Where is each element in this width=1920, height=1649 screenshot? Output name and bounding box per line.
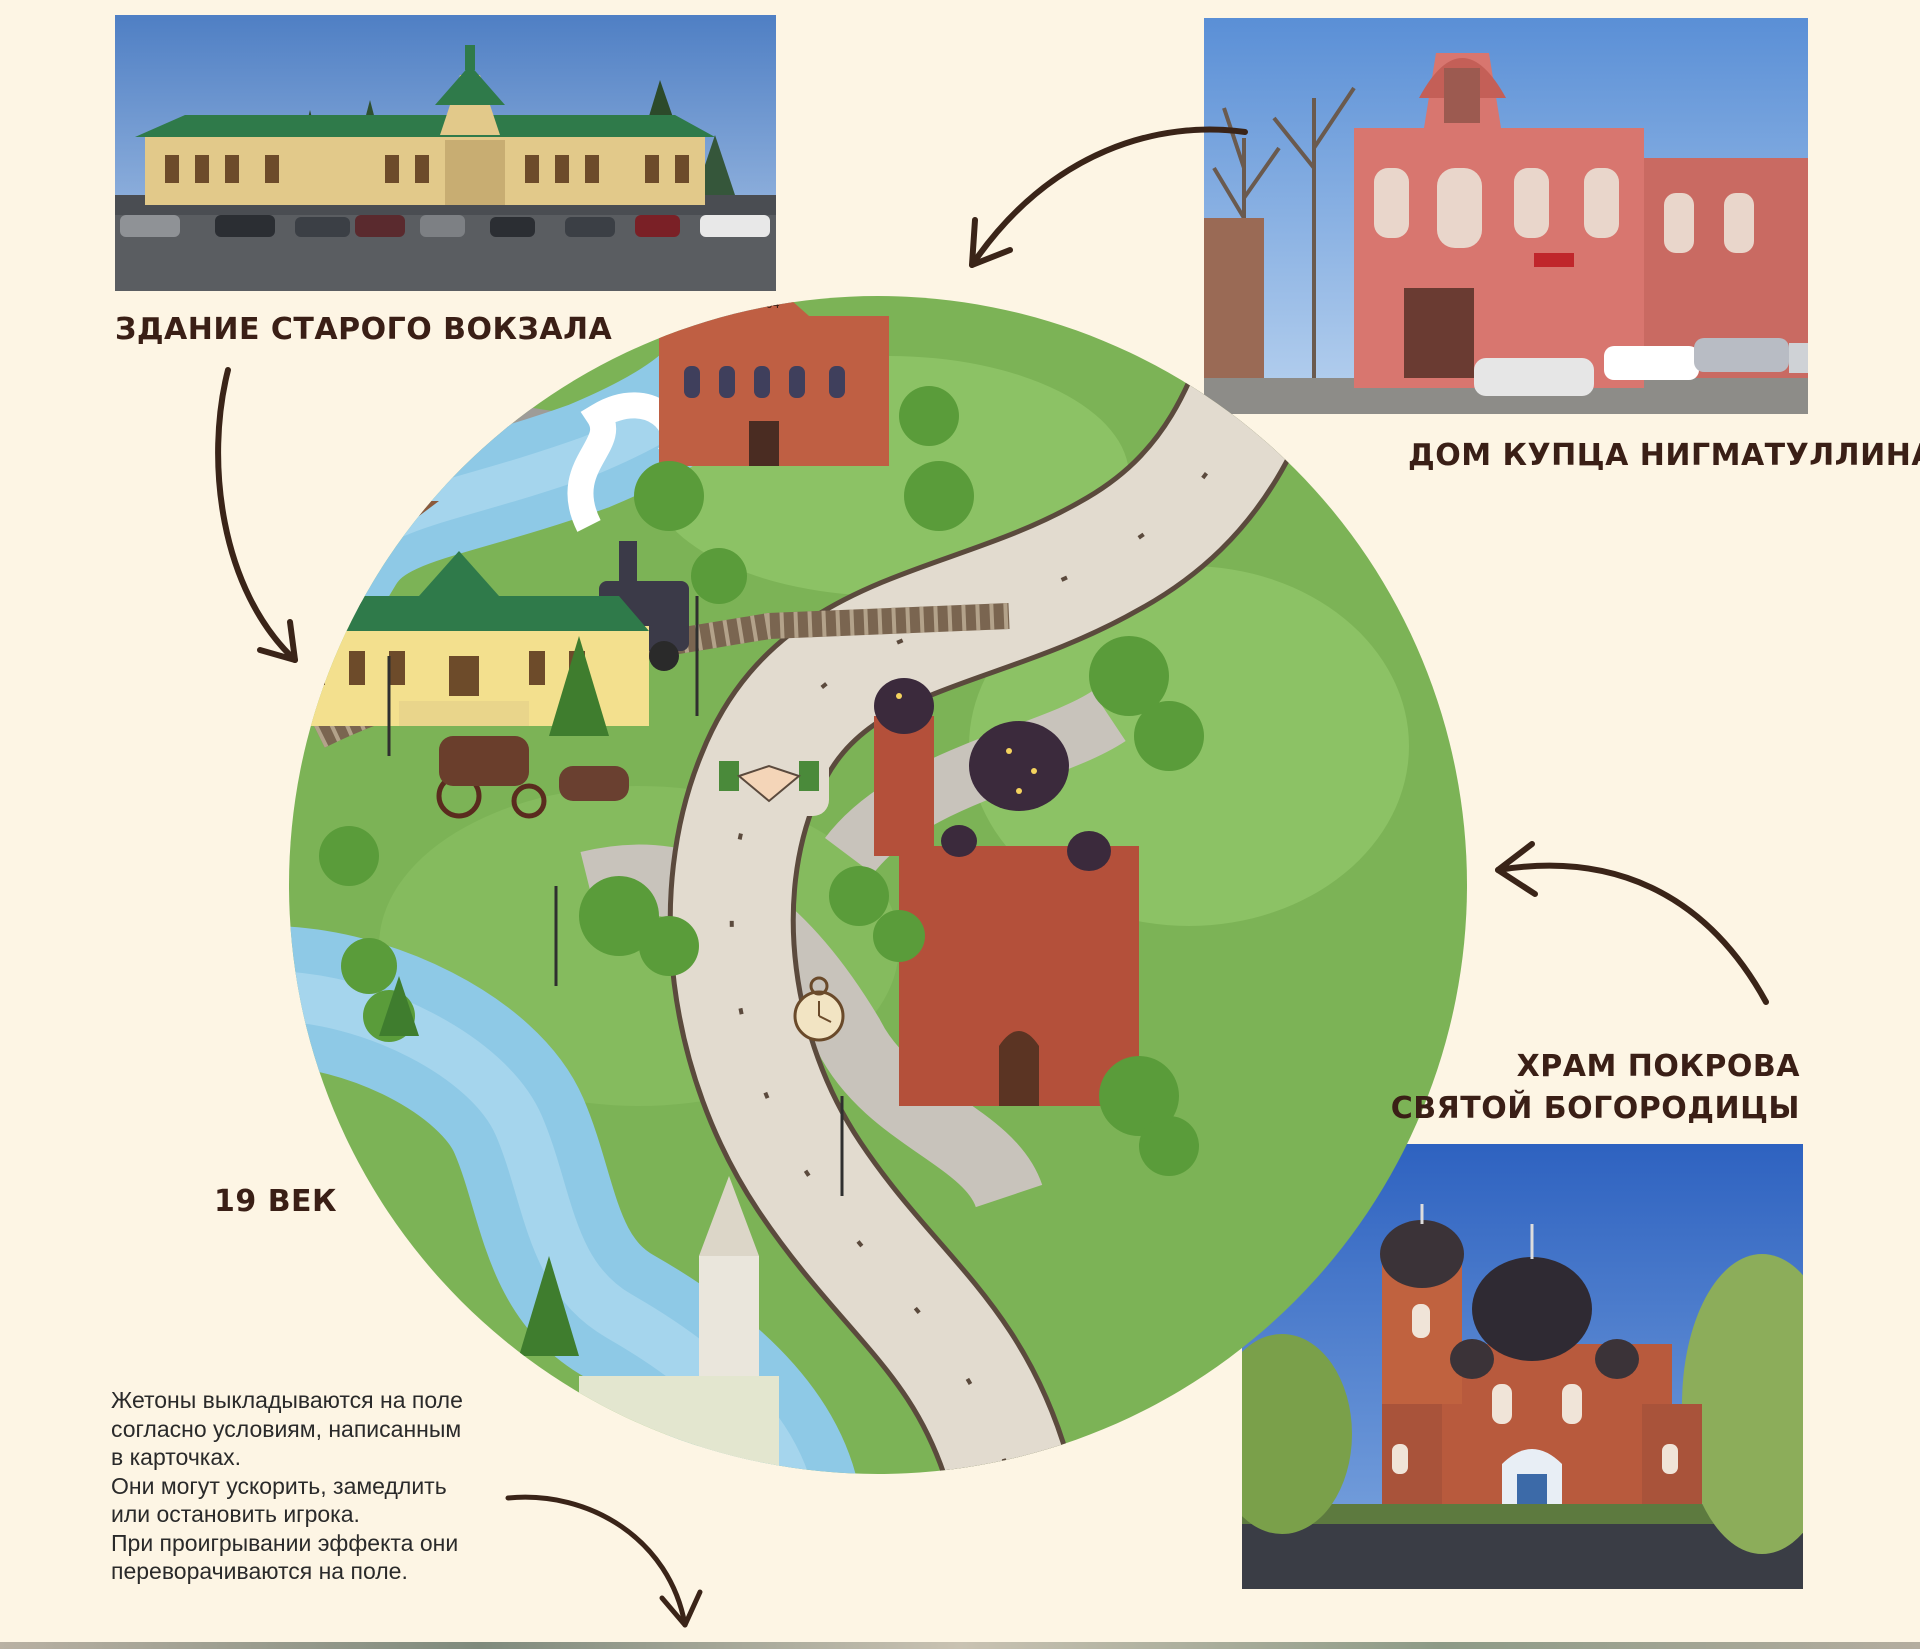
note-line: Жетоны выкладываются на поле bbox=[111, 1387, 463, 1413]
merchant-house-label: ДОМ КУПЦА НИГМАТУЛЛИНА bbox=[1408, 438, 1920, 473]
station-label: ЗДАНИЕ СТАРОГО ВОКЗАЛА bbox=[115, 312, 613, 347]
arrow-merchant-house-icon bbox=[969, 126, 1248, 268]
station-photo bbox=[115, 15, 776, 291]
bottom-image-strip bbox=[0, 1642, 1920, 1649]
note-line: При проигрывании эффекта они bbox=[111, 1529, 459, 1556]
arrow-station-icon bbox=[215, 367, 298, 663]
church-label-line1: ХРАМ ПОКРОВА bbox=[1516, 1049, 1800, 1084]
arrow-note-icon bbox=[505, 1494, 703, 1628]
game-board-map: 19 04 bbox=[289, 296, 1467, 1474]
note-line: согласно условиям, написанным bbox=[111, 1415, 462, 1442]
church-label-line2: СВЯТОЙ БОГОРОДИЦЫ bbox=[1390, 1091, 1800, 1126]
note-line: в карточках. bbox=[111, 1444, 242, 1470]
handshake-icon bbox=[709, 746, 829, 816]
arrow-church-icon bbox=[1495, 841, 1769, 1005]
building-year: 19 04 bbox=[748, 298, 780, 311]
note-line: Они могут ускорить, замедлить bbox=[111, 1472, 447, 1499]
pocket-watch-icon bbox=[793, 976, 845, 1042]
note-line: или остановить игрока. bbox=[111, 1501, 360, 1527]
century-label: 19 ВЕК bbox=[214, 1184, 338, 1219]
note-line: переворачиваются на поле. bbox=[111, 1558, 408, 1584]
merchant-house-photo bbox=[1204, 18, 1808, 414]
token-rules-note: Жетоны выкладываются на поле согласно ус… bbox=[111, 1386, 541, 1586]
